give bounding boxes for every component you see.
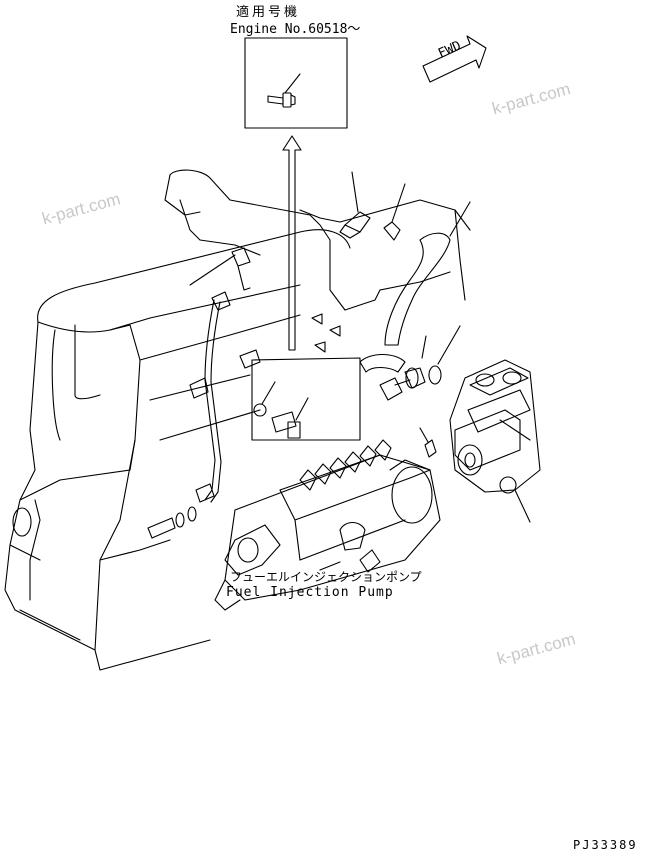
pump-label-en: Fuel Injection Pump xyxy=(226,585,394,600)
fittings-mid-right xyxy=(359,325,461,458)
inset-detail-box xyxy=(244,37,348,129)
part-code: PJ33389 xyxy=(573,838,638,852)
pump-label-jp: フューエルインジェクションポンプ xyxy=(230,570,422,584)
engine-block xyxy=(4,229,351,671)
inset-detail-bolt xyxy=(189,349,361,441)
fuel-pipe xyxy=(195,299,222,503)
fittings-upper xyxy=(189,171,471,346)
header-engine-serial: Engine No.60518～ xyxy=(230,22,361,37)
injection-pump xyxy=(214,439,441,611)
air-compressor xyxy=(449,359,541,523)
mounting-bolt-icon xyxy=(147,506,197,539)
detail-arrow xyxy=(282,135,302,351)
clips xyxy=(311,313,341,353)
bolt-icon xyxy=(267,73,301,108)
engine-top xyxy=(164,169,471,311)
fwd-arrow-icon xyxy=(422,35,487,83)
header-applicable-jp: 適用号機 xyxy=(236,5,301,20)
pump-delivery-valves xyxy=(299,439,392,491)
